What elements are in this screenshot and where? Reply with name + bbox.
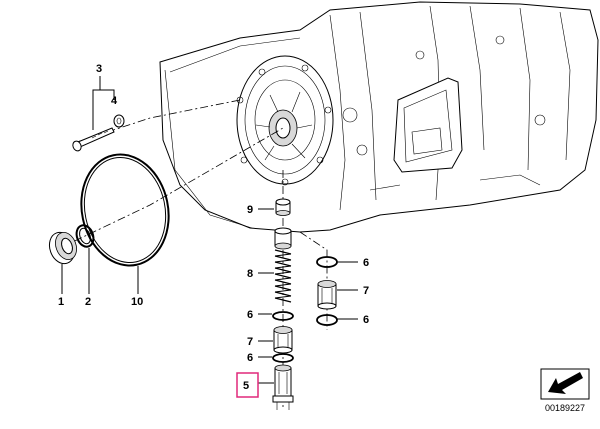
callout-6-upper: 6 [247,309,253,321]
view-direction-icon [540,368,590,400]
callout-1: 1 [58,296,64,308]
callout-3: 3 [96,63,102,75]
callout-6-lower: 6 [247,352,253,364]
o-ring-6b [272,353,294,363]
pump-flange [236,55,334,186]
callout-6-right-top: 6 [363,257,369,269]
callout-2: 2 [85,296,91,308]
callout-10: 10 [131,296,143,308]
callout-7-left: 7 [247,336,253,348]
o-ring-6a [272,311,294,321]
washer-4 [113,114,125,128]
valve-sleeve-7b [317,280,337,310]
callout-4: 4 [111,95,118,107]
highlight-box [236,372,259,398]
transmission-housing [159,1,599,233]
callout-7-right: 7 [363,285,369,297]
callout-6-right-bottom: 6 [363,314,369,326]
o-ring-6d [316,314,338,326]
shaft-seal-1 [48,231,77,265]
valve-sleeve-7a [273,326,293,354]
document-number: 00189227 [545,403,585,413]
plug-9 [275,198,291,216]
spring-8 [274,249,292,303]
o-ring-10 [80,153,170,267]
callout-8: 8 [247,268,253,280]
callout-5: 5 [243,380,249,392]
valve-piston [274,227,292,250]
callout-9: 9 [247,204,253,216]
o-ring-2 [75,224,95,248]
leader-lines [61,76,358,384]
bolt-3 [72,127,115,152]
valve-5 [272,364,294,410]
